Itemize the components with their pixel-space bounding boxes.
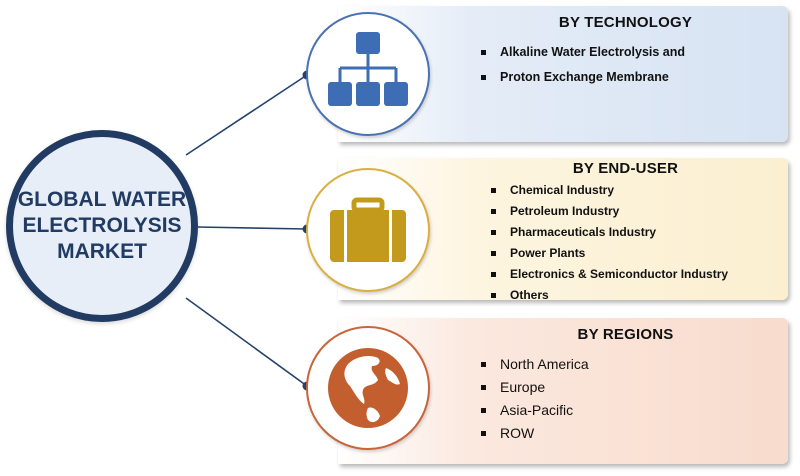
end-user-icon-ring [306, 168, 430, 292]
globe-icon [328, 348, 408, 428]
end-user-list: Chemical Industry Petroleum Industry Pha… [488, 180, 728, 306]
list-item: Power Plants [488, 243, 728, 264]
connector-technology [185, 74, 308, 156]
list-item: Pharmaceuticals Industry [488, 222, 728, 243]
end-user-card: BY END-USER Chemical Industry Petroleum … [338, 158, 788, 302]
list-item: Europe [478, 376, 589, 399]
list-item: ROW [478, 422, 589, 445]
list-item: Chemical Industry [488, 180, 728, 201]
list-item: Petroleum Industry [488, 201, 728, 222]
technology-list: Alkaline Water Electrolysis and Proton E… [478, 40, 685, 90]
regions-list: North America Europe Asia-Pacific ROW [478, 353, 589, 445]
list-item: Electronics & Semiconductor Industry [488, 264, 728, 285]
technology-icon-ring [306, 12, 430, 136]
list-item: Asia-Pacific [478, 399, 589, 422]
regions-icon-ring [306, 326, 430, 450]
list-item: North America [478, 353, 589, 376]
list-item: Proton Exchange Membrane [478, 65, 685, 90]
central-hub: GLOBAL WATER ELECTROLYSIS MARKET [6, 130, 198, 322]
end-user-title: BY END-USER [572, 160, 679, 177]
list-item: Alkaline Water Electrolysis and [478, 40, 685, 65]
hub-title: GLOBAL WATER ELECTROLYSIS MARKET [17, 188, 187, 263]
connector-regions [185, 297, 308, 387]
connector-end-user [197, 226, 308, 230]
briefcase-icon [330, 197, 406, 262]
regions-title: BY REGIONS [577, 326, 674, 343]
list-item: Others [488, 285, 728, 306]
hierarchy-icon [328, 32, 408, 106]
technology-title: BY TECHNOLOGY [558, 14, 693, 31]
